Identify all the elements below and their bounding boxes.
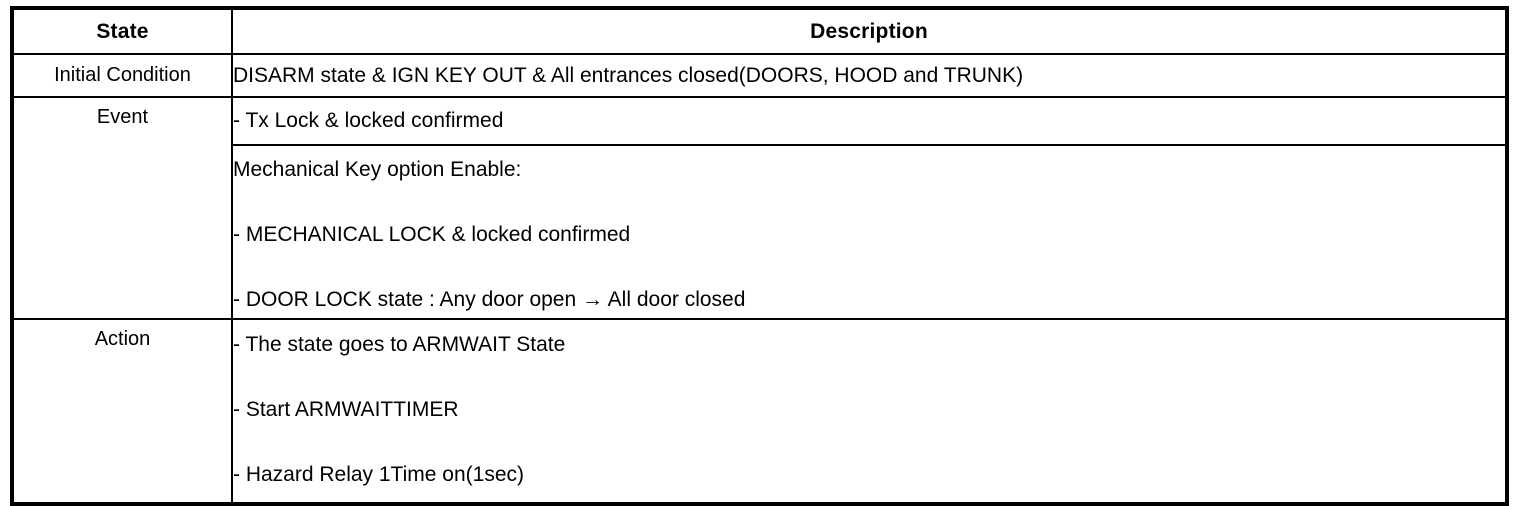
table-row-event-mechanical-key: Mechanical Key option Enable: - MECHANIC… <box>12 144 1508 320</box>
state-cell-event: Event <box>11 96 233 320</box>
description-line: - The state goes to ARMWAIT State <box>233 333 566 356</box>
state-label-action: Action <box>94 328 151 350</box>
column-header-state: State <box>11 7 233 55</box>
table-row-action: Action - The state goes to ARMWAIT State… <box>11 318 1508 505</box>
table-row-initial-condition: Initial Condition DISARM state & IGN KEY… <box>11 53 1508 98</box>
state-cell-action: Action <box>11 318 233 505</box>
description-cell-event-primary: - Tx Lock & locked confirmed <box>231 96 1508 146</box>
table-body: Initial Condition DISARM state & IGN KEY… <box>11 53 1508 505</box>
table-row-event-primary: Event - Tx Lock & locked confirmed <box>11 96 1508 320</box>
column-header-description: Description <box>231 7 1508 55</box>
table-header: State Description <box>11 7 1508 55</box>
description-line: - Hazard Relay 1Time on(1sec) <box>233 463 524 486</box>
description-cell-action: - The state goes to ARMWAIT State - Star… <box>231 318 1508 505</box>
description-cell-initial-condition: DISARM state & IGN KEY OUT & All entranc… <box>231 53 1508 98</box>
description-line: Mechanical Key option Enable: <box>233 158 522 181</box>
description-line: - DOOR LOCK state : Any door open → All … <box>233 288 746 311</box>
state-label-initial-condition: Initial Condition <box>54 64 191 86</box>
state-cell-initial-condition: Initial Condition <box>11 53 233 98</box>
description-line: DISARM state & IGN KEY OUT & All entranc… <box>233 64 1024 87</box>
state-description-table: State Description Initial Condition DISA… <box>10 6 1509 506</box>
description-cell-event-mechanical-key: Mechanical Key option Enable: - MECHANIC… <box>231 144 1508 320</box>
description-line: - Tx Lock & locked confirmed <box>233 109 504 132</box>
description-line: - MECHANICAL LOCK & locked confirmed <box>233 223 631 246</box>
table-header-row: State Description <box>11 7 1508 55</box>
state-label-event: Event <box>96 106 149 128</box>
description-line: - Start ARMWAITTIMER <box>233 398 459 421</box>
